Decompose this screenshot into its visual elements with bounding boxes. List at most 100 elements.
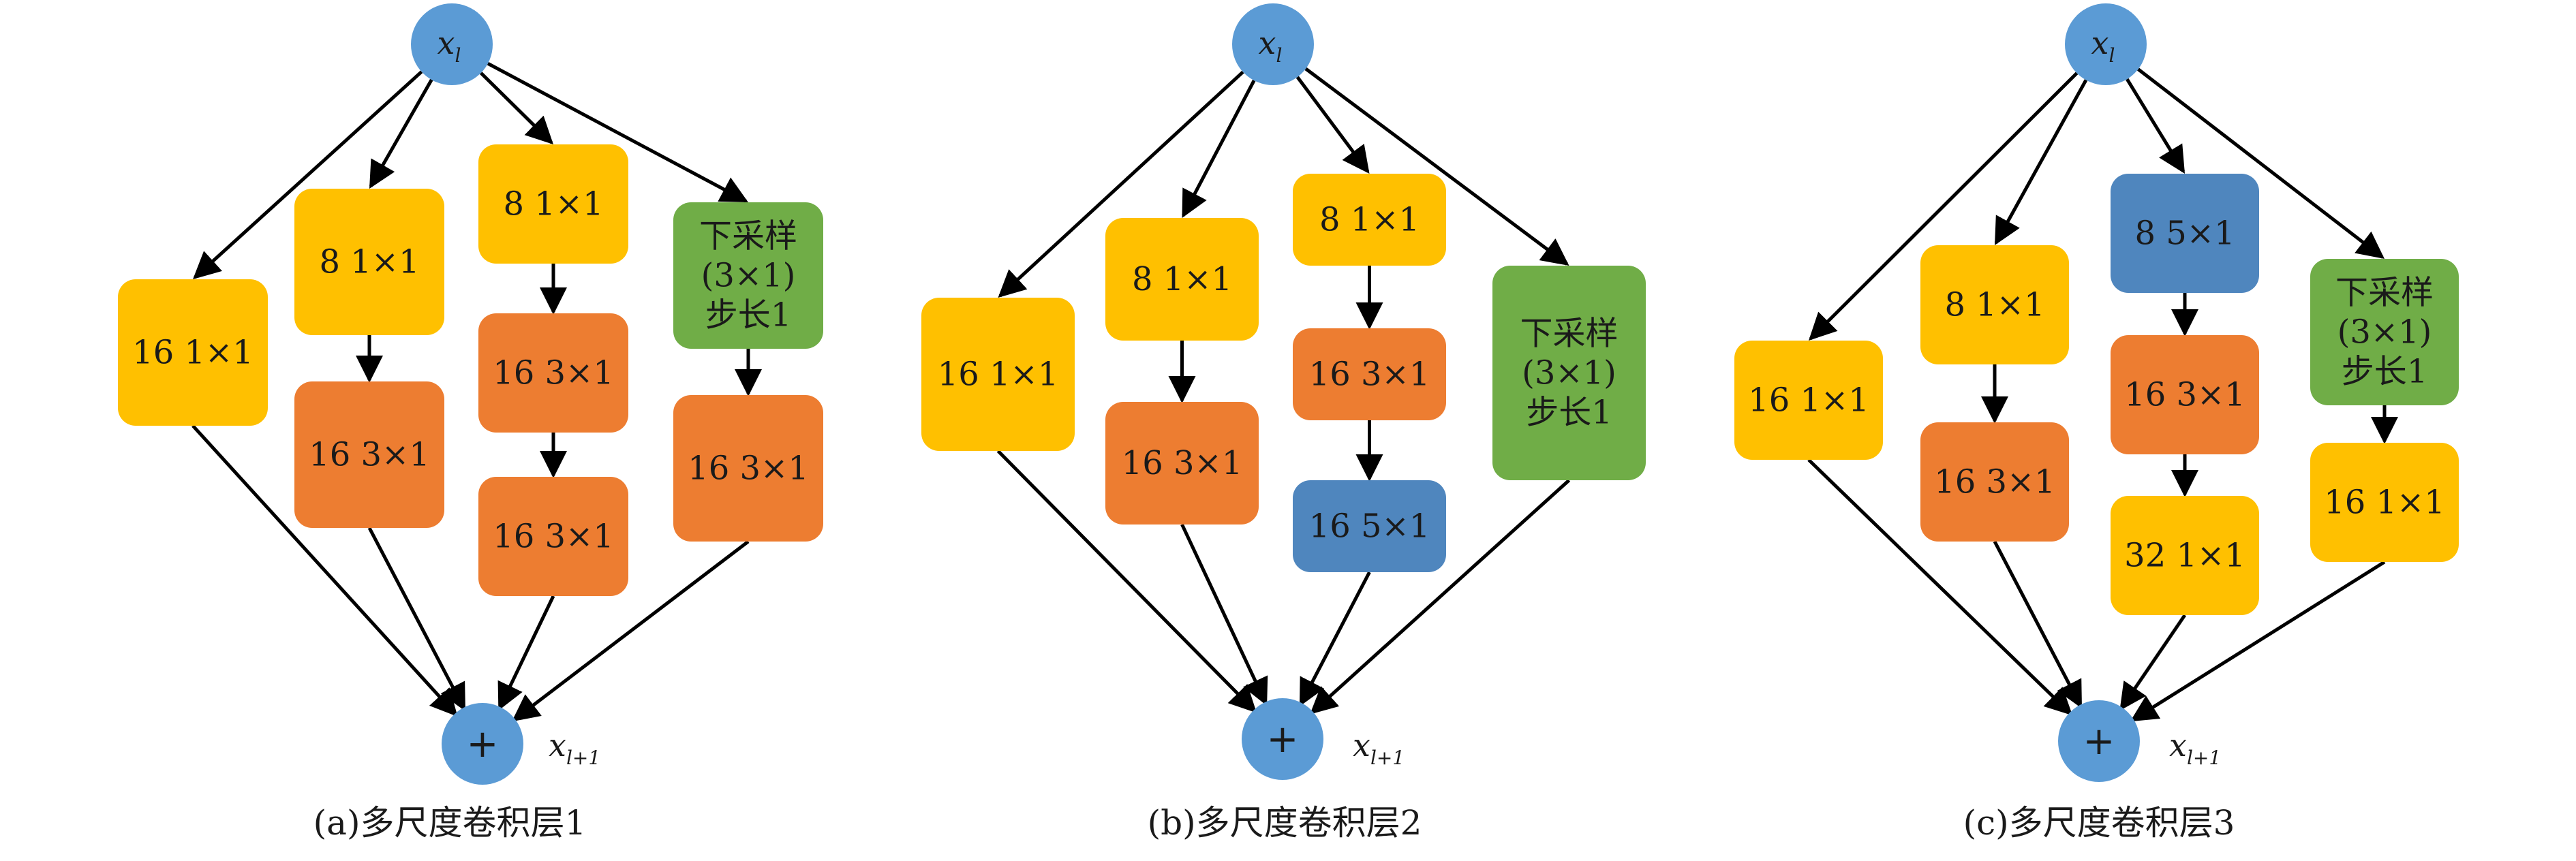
conv-block: 16 3×1 xyxy=(1920,422,2069,542)
conv-block-label: 8 1×1 xyxy=(1944,286,2044,324)
conv-block: 16 3×1 xyxy=(478,313,628,433)
output-label-main: x xyxy=(1353,727,1370,764)
conv-block: 下采样(3×1)步长1 xyxy=(1492,266,1646,480)
conv-block-label: 8 1×1 xyxy=(1319,201,1420,239)
conv-block-box xyxy=(118,279,268,426)
conv-block-box xyxy=(2111,174,2259,293)
conv-block-label: 16 3×1 xyxy=(2124,376,2245,414)
conv-block-label: 16 3×1 xyxy=(309,436,430,474)
conv-block-label: 16 3×1 xyxy=(1122,444,1243,482)
input-arrow xyxy=(1994,79,2088,246)
sum-arrow xyxy=(1299,571,1371,707)
input-arrow xyxy=(479,72,553,145)
input-node-sub: l xyxy=(1276,44,1282,67)
input-node-main: x xyxy=(438,25,455,61)
conv-block-label: 下采样 xyxy=(699,217,797,255)
conv-block-label: 步长1 xyxy=(705,296,792,334)
caption: (b)多尺度卷积层2 xyxy=(1148,803,1422,843)
sum-arrow xyxy=(996,450,1257,713)
conv-block-box xyxy=(1105,402,1259,525)
sum-arrow xyxy=(511,540,750,722)
input-arrow xyxy=(2126,78,2186,174)
conv-block-box xyxy=(673,395,823,542)
sum-arrow xyxy=(1807,458,2073,716)
conv-block-box xyxy=(1293,480,1446,572)
conv-block-label: 32 1×1 xyxy=(2124,537,2245,575)
conv-block: 16 1×1 xyxy=(921,298,1075,451)
conv-block-box xyxy=(1920,422,2069,542)
output-label-sub: l+1 xyxy=(2187,747,2221,769)
conv-block: 16 1×1 xyxy=(2310,443,2459,562)
conv-block: 8 1×1 xyxy=(1105,218,1259,341)
output-label-sub: l+1 xyxy=(566,747,600,769)
conv-block: 8 1×1 xyxy=(1293,174,1446,266)
conv-block: 下采样(3×1)步长1 xyxy=(673,202,823,349)
conv-block-box xyxy=(673,202,823,349)
conv-block-box xyxy=(294,381,444,528)
input-node: xl xyxy=(411,3,493,85)
conv-block-label: 16 3×1 xyxy=(493,354,614,392)
output-label: xl+1 xyxy=(549,727,600,769)
input-node-circle xyxy=(1232,3,1314,85)
conv-block-box xyxy=(478,313,628,433)
conv-block-box xyxy=(2111,335,2259,454)
conv-block: 8 1×1 xyxy=(294,189,444,335)
input-arrow xyxy=(2137,67,2385,260)
input-node-label: xl xyxy=(438,25,461,67)
conv-block: 下采样(3×1)步长1 xyxy=(2310,259,2459,405)
conv-block-label: 16 3×1 xyxy=(1934,463,2055,501)
conv-block-label: 16 3×1 xyxy=(493,518,614,556)
sum-node: + xyxy=(1242,698,1323,780)
sum-node: + xyxy=(442,703,523,785)
conv-block-label: 16 3×1 xyxy=(688,450,809,488)
output-label: xl+1 xyxy=(1353,727,1405,769)
input-node-circle xyxy=(2065,3,2147,85)
input-node-main: x xyxy=(2091,25,2109,61)
conv-block-label: 16 3×1 xyxy=(1309,356,1430,394)
conv-block-box xyxy=(478,144,628,264)
input-arrow xyxy=(998,70,1244,298)
output-label-sub: l+1 xyxy=(1370,747,1405,769)
sum-arrow xyxy=(191,424,458,717)
output-label-main: x xyxy=(2169,727,2187,764)
sum-arrow xyxy=(367,527,466,712)
output-label: xl+1 xyxy=(2169,727,2221,769)
conv-block: 32 1×1 xyxy=(2111,496,2259,615)
sum-arrow xyxy=(2130,560,2386,722)
conv-block: 16 1×1 xyxy=(1734,341,1883,460)
conv-block: 8 1×1 xyxy=(478,144,628,264)
conv-block-label: 16 1×1 xyxy=(938,356,1059,394)
conv-block-label: (3×1) xyxy=(701,257,796,295)
sum-node-symbol: + xyxy=(1267,717,1299,762)
input-node-circle xyxy=(411,3,493,85)
conv-block-label: 8 1×1 xyxy=(319,243,419,281)
input-arrow xyxy=(487,62,748,203)
conv-block: 16 3×1 xyxy=(1105,402,1259,525)
input-node-sub: l xyxy=(2109,44,2115,67)
conv-block: 16 3×1 xyxy=(294,381,444,528)
conv-block-label: 16 1×1 xyxy=(1748,381,1869,420)
conv-block-label: 步长1 xyxy=(2342,353,2428,391)
edges-layer xyxy=(191,62,2398,722)
input-node-label: xl xyxy=(1259,25,1283,67)
conv-block-box xyxy=(2111,496,2259,615)
conv-block: 16 3×1 xyxy=(673,395,823,542)
sum-node-circle xyxy=(442,703,523,785)
sum-node: + xyxy=(2058,700,2140,782)
sum-node-circle xyxy=(1242,698,1323,780)
conv-block-label: 8 1×1 xyxy=(503,185,603,223)
conv-block-label: 16 5×1 xyxy=(1309,507,1430,546)
conv-block-label: 16 1×1 xyxy=(2324,484,2445,522)
input-node: xl xyxy=(2065,3,2147,85)
sum-node-circle xyxy=(2058,700,2140,782)
conv-block-box xyxy=(1293,174,1446,266)
input-arrow xyxy=(1182,79,1256,219)
input-arrow xyxy=(1304,67,1569,266)
input-node-sub: l xyxy=(455,44,461,67)
sum-arrow xyxy=(1180,523,1268,706)
conv-block-label: (3×1) xyxy=(2337,313,2432,351)
